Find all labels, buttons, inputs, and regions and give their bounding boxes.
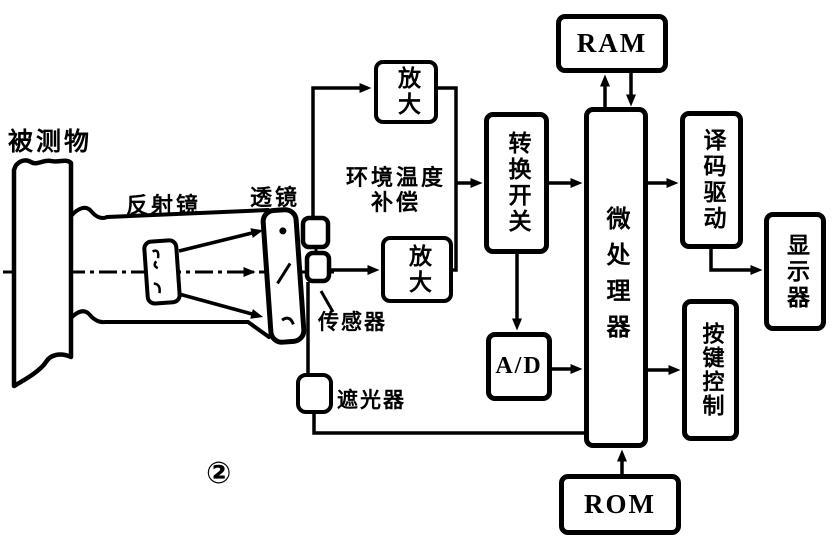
- block-display-label: 显示器: [782, 232, 809, 311]
- block-changeover-switch-label: 转换开关: [504, 131, 530, 235]
- label-lens: 透镜: [250, 186, 301, 211]
- light-rays: [178, 228, 264, 319]
- block-key-control-label: 按键控制: [698, 322, 724, 418]
- sensor-elements: [300, 215, 335, 313]
- block-adc-label: A/D: [495, 353, 543, 379]
- block-ram-label: RAM: [576, 28, 648, 58]
- lens-shape: [260, 207, 307, 345]
- block-amp-bottom-label: 放大: [404, 243, 431, 296]
- block-ram: RAM: [556, 14, 668, 73]
- block-display: 显示器: [764, 212, 826, 331]
- block-decoder-driver: 译码驱动: [680, 111, 743, 249]
- figure-number-mark: ②: [206, 456, 232, 491]
- block-changeover-switch: 转换开关: [484, 112, 549, 254]
- connector-lines: [306, 73, 763, 474]
- label-ambient-compensation: 环境温度 补偿: [338, 166, 454, 217]
- block-amp-top-label: 放大: [393, 66, 420, 118]
- block-rom: ROM: [559, 474, 681, 535]
- label-reflector: 反射镜: [126, 194, 202, 219]
- block-amp-top: 放大: [374, 60, 438, 124]
- chopper-shape: [296, 373, 333, 414]
- block-adc: A/D: [486, 332, 552, 401]
- measured-object-shape: [11, 158, 74, 389]
- block-microprocessor-label: 微处理器: [602, 205, 630, 350]
- block-key-control: 按键控制: [682, 299, 739, 441]
- label-ambient-line2: 补偿: [370, 191, 421, 217]
- housing-outline: [69, 205, 271, 339]
- block-decoder-driver-label: 译码驱动: [699, 128, 725, 232]
- block-microprocessor: 微处理器: [584, 107, 648, 448]
- block-rom-label: ROM: [584, 489, 656, 519]
- reflector-shape: [142, 238, 182, 306]
- block-amp-bottom: 放大: [381, 236, 453, 303]
- label-sensor: 传感器: [318, 310, 387, 334]
- label-measured-object: 被测物: [8, 127, 93, 156]
- label-chopper: 遮光器: [337, 388, 406, 412]
- label-ambient-line1: 环境温度: [345, 166, 446, 191]
